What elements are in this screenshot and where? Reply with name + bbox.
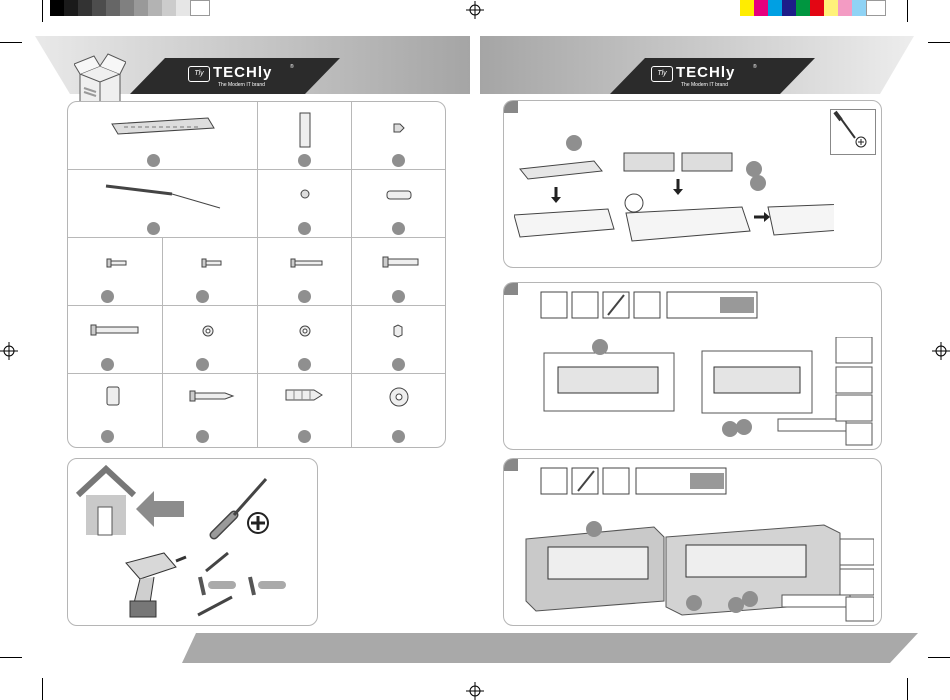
step-badge	[504, 459, 518, 471]
part-cell	[258, 170, 352, 238]
part-dot	[298, 358, 311, 371]
part-cell	[68, 238, 163, 306]
screw-part	[290, 258, 324, 268]
spacer-part	[298, 112, 312, 148]
color-bar-gray	[50, 0, 210, 16]
part-cell	[68, 170, 258, 238]
spacer-tube-part	[106, 386, 120, 406]
logo-mark: Tly	[651, 66, 673, 82]
drywall-diagram	[524, 337, 874, 447]
spacer-long-part	[386, 190, 412, 200]
step-panel-masonry	[503, 458, 882, 626]
screw-part	[106, 258, 128, 268]
part-dot	[392, 358, 405, 371]
trademark: ®	[753, 64, 757, 70]
part-dot	[196, 358, 209, 371]
part-cell	[352, 170, 446, 238]
part-dot	[196, 290, 209, 303]
footer-band	[0, 633, 950, 663]
step-badge	[504, 283, 518, 295]
brand-tagline: The Modern IT brand	[681, 82, 728, 88]
brand-name: TECHly	[213, 64, 272, 81]
safety-bar-part	[102, 180, 222, 210]
drill-bits-icon	[194, 551, 304, 623]
screw-part	[382, 256, 420, 268]
wall-anchor-part	[284, 388, 324, 402]
part-cell	[352, 306, 446, 374]
part-dot	[101, 290, 114, 303]
part-dot	[298, 430, 311, 443]
long-screw-part	[90, 324, 140, 336]
lock-part	[298, 188, 312, 200]
registration-mark-icon	[466, 682, 484, 700]
part-dot	[392, 290, 405, 303]
drill-icon	[120, 549, 190, 621]
part-cell	[352, 374, 446, 448]
part-dot	[298, 154, 311, 167]
part-dot	[298, 290, 311, 303]
tool-strip	[540, 291, 760, 321]
part-dot	[392, 154, 405, 167]
washer-part	[201, 324, 215, 338]
part-cell	[163, 374, 258, 448]
part-dot	[392, 430, 405, 443]
large-washer-part	[388, 386, 410, 408]
part-cell	[68, 102, 258, 170]
screw-part	[201, 258, 223, 268]
registration-mark-icon	[0, 342, 18, 360]
part-cell	[352, 102, 446, 170]
part-cell	[258, 374, 352, 448]
registration-mark-icon	[466, 1, 484, 19]
part-cell	[163, 238, 258, 306]
trademark: ®	[290, 64, 294, 70]
part-dot	[298, 222, 311, 235]
parts-panel	[67, 101, 446, 448]
screwdriver-icon	[830, 109, 876, 155]
wall-plate-part	[108, 116, 218, 138]
tools-panel	[67, 458, 318, 626]
part-dot	[196, 430, 209, 443]
part-cell	[352, 238, 446, 306]
part-dot	[147, 222, 160, 235]
screwdriver-icon	[208, 473, 278, 543]
brand-logo-left: Tly TECHly ® The Modern IT brand	[188, 64, 308, 90]
part-cell	[258, 238, 352, 306]
brand-logo-right: Tly TECHly ® The Modern IT brand	[651, 64, 771, 90]
header-band	[0, 36, 950, 94]
part-cell	[258, 102, 352, 170]
assembly-diagram	[514, 131, 834, 261]
part-cell	[163, 306, 258, 374]
registration-mark-icon	[932, 342, 950, 360]
part-dot	[101, 430, 114, 443]
color-bar-cmyk	[740, 0, 900, 16]
brand-name: TECHly	[676, 64, 735, 81]
part-dot	[392, 222, 405, 235]
part-dot	[147, 154, 160, 167]
house-icon	[76, 465, 186, 537]
tool-strip	[540, 467, 730, 497]
washer-part	[298, 324, 312, 338]
step-badge	[504, 101, 518, 113]
step-panel-drywall	[503, 282, 882, 450]
wood-screw-part	[189, 390, 235, 402]
part-cell	[68, 374, 163, 448]
logo-mark: Tly	[188, 66, 210, 82]
brand-tagline: The Modern IT brand	[218, 82, 265, 88]
masonry-diagram	[524, 515, 874, 625]
part-cell	[258, 306, 352, 374]
part-cell	[68, 306, 163, 374]
nut-part	[392, 324, 404, 338]
step-panel-assembly	[503, 100, 882, 268]
cap-part	[392, 122, 406, 134]
part-dot	[101, 358, 114, 371]
